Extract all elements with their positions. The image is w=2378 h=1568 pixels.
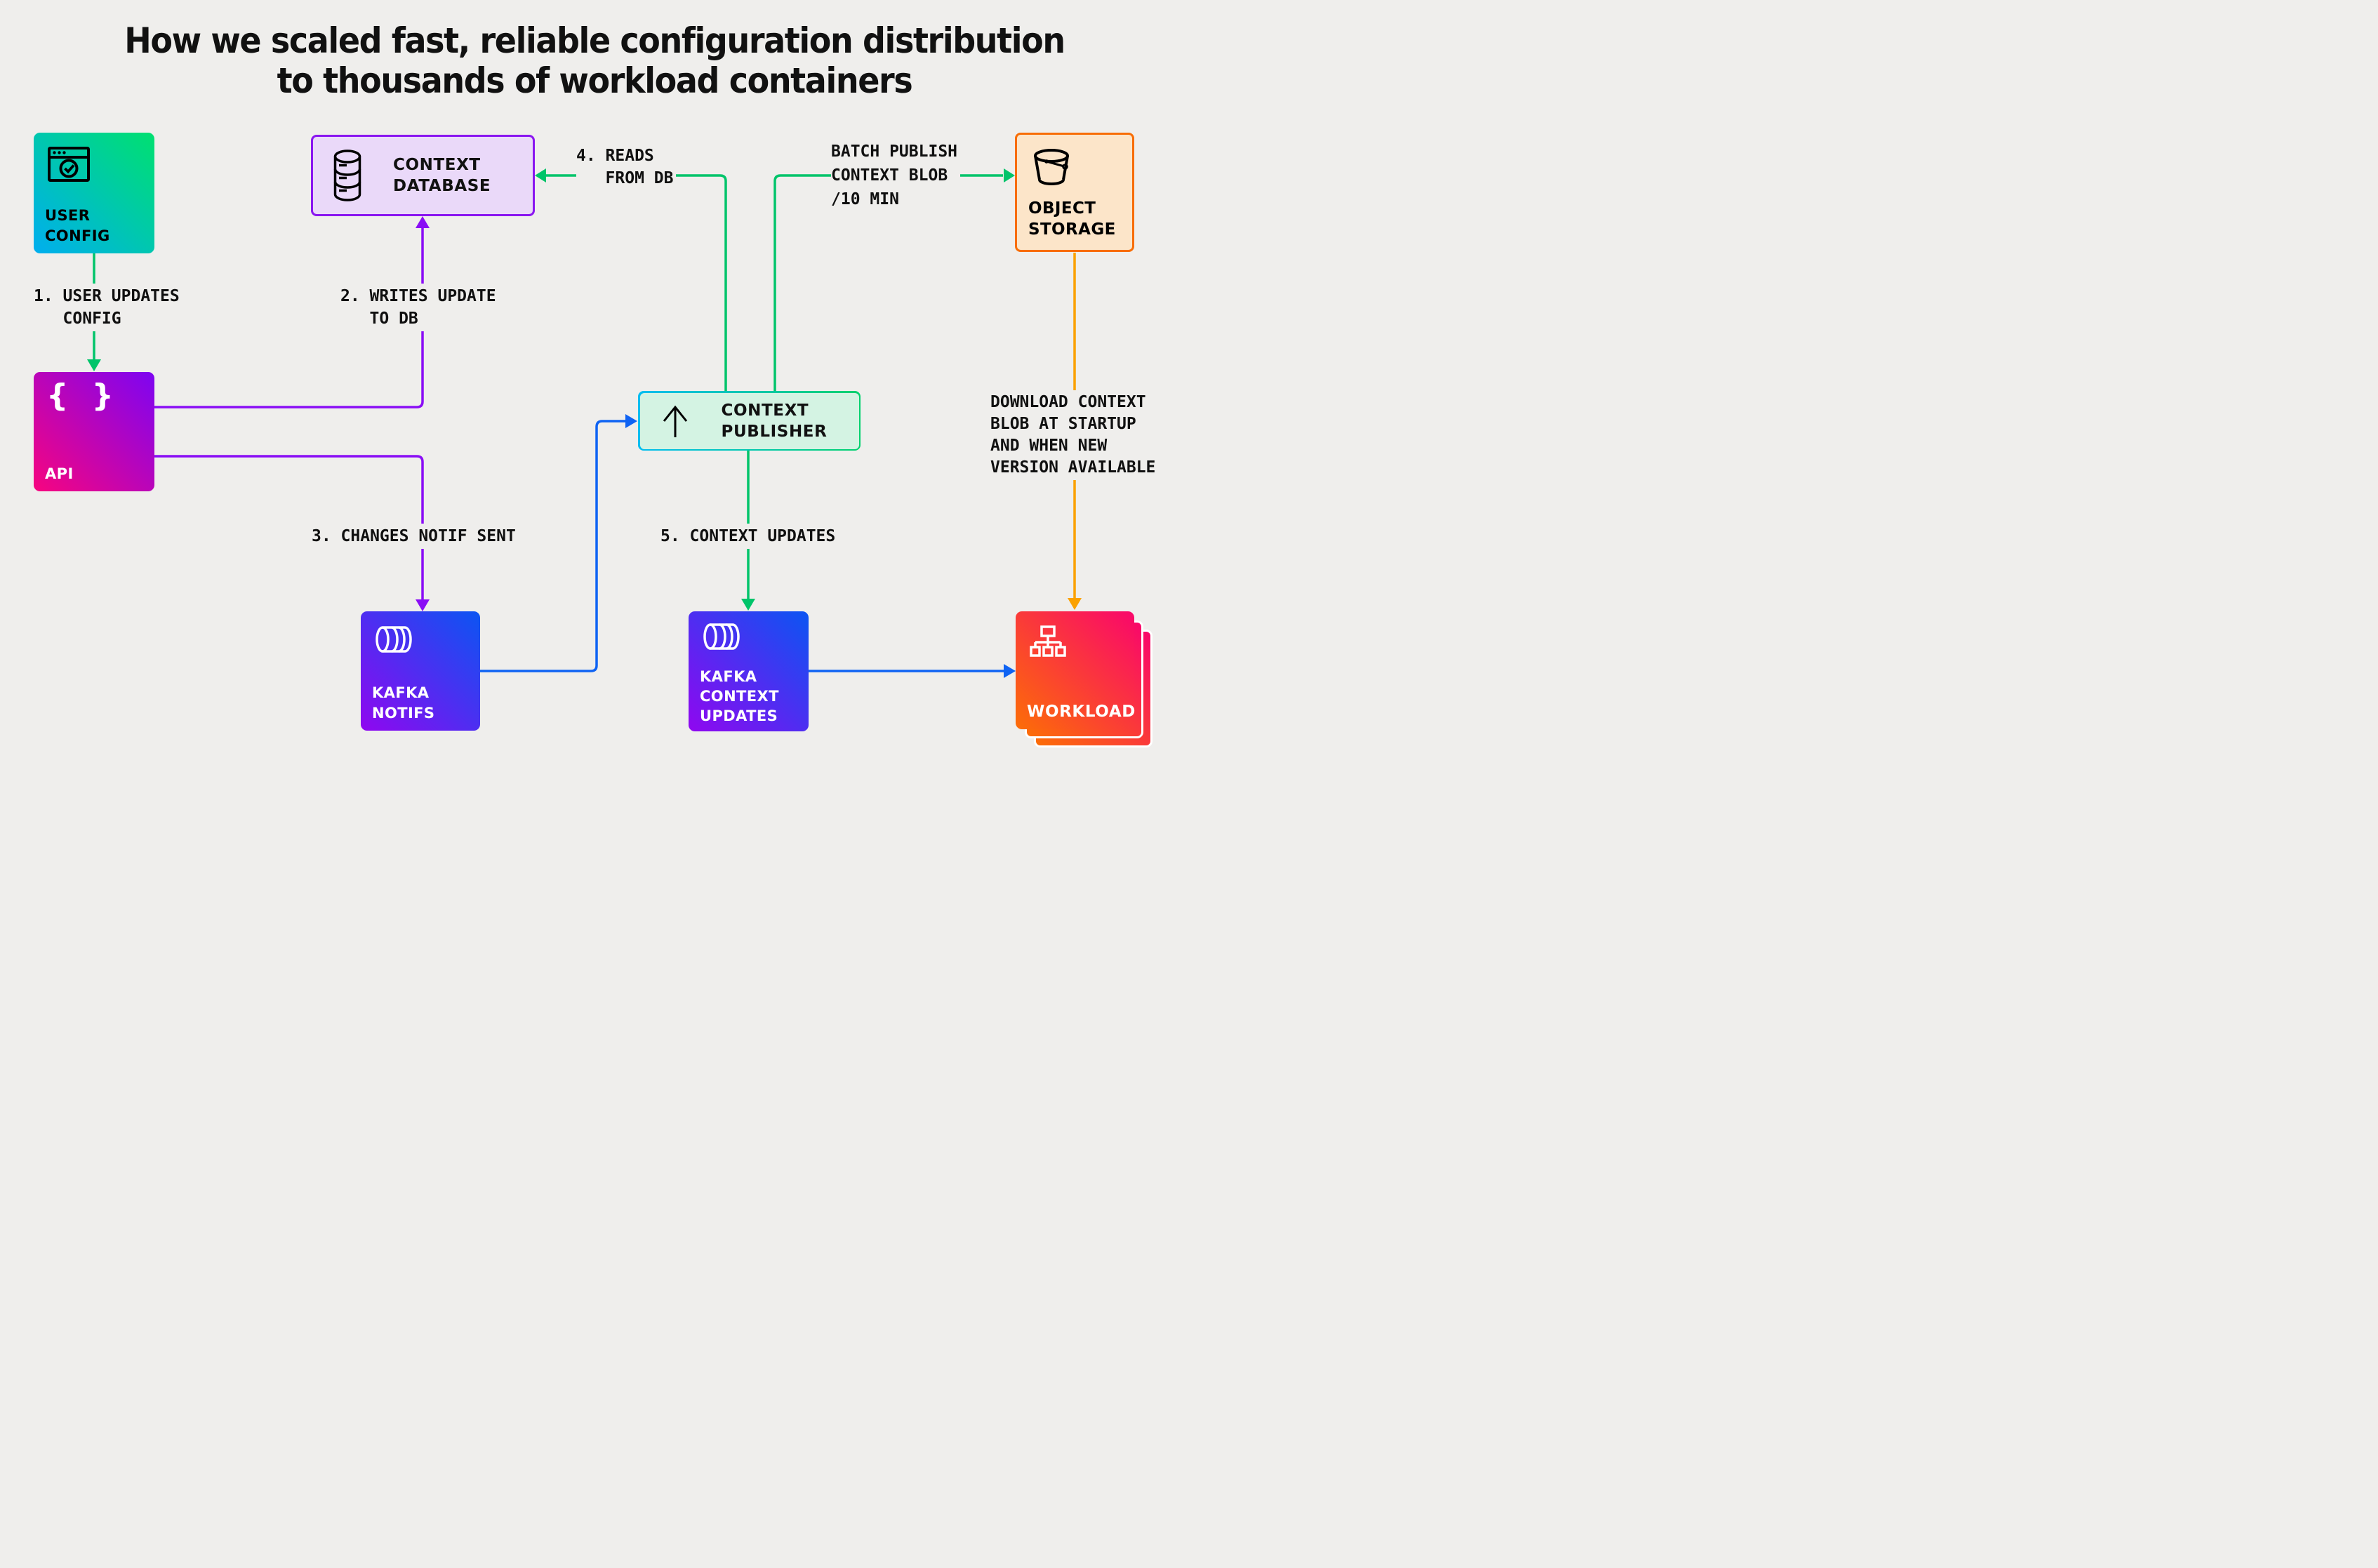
node-context-publisher: CONTEXT PUBLISHER xyxy=(638,391,861,451)
node-user-config: USER CONFIG xyxy=(34,133,154,253)
kafka-log-icon xyxy=(703,623,742,653)
curly-braces-icon: { } xyxy=(46,378,120,413)
title-line2: to thousands of workload containers xyxy=(277,60,913,101)
node-workload: WORKLOAD xyxy=(1016,611,1136,729)
node-api: { } API xyxy=(34,372,154,491)
sitemap-icon xyxy=(1030,625,1066,660)
kafka-log-icon xyxy=(375,625,414,656)
node-label: API xyxy=(45,465,74,482)
node-label: CONTEXT DATABASE xyxy=(393,156,491,195)
step-label-3: 3. CHANGES NOTIF SENT xyxy=(312,524,519,549)
node-workload-stack: WORKLOAD xyxy=(1016,611,1153,748)
step-label-5: 5. CONTEXT UPDATES xyxy=(660,524,839,549)
database-cylinder-icon xyxy=(333,149,362,202)
node-label: USER CONFIG xyxy=(45,207,110,244)
diagram-canvas: How we scaled fast, reliable configurati… xyxy=(0,0,1189,784)
node-kafka-notifs: KAFKA NOTIFS xyxy=(361,611,480,731)
download-note-label: DOWNLOAD CONTEXT BLOB AT STARTUP AND WHE… xyxy=(990,390,1159,480)
bucket-icon xyxy=(1032,147,1070,188)
node-label: KAFKA NOTIFS xyxy=(372,684,435,722)
node-context-database: CONTEXT DATABASE xyxy=(311,135,535,216)
node-label: CONTEXT PUBLISHER xyxy=(721,401,828,441)
node-object-storage: OBJECT STORAGE xyxy=(1015,133,1134,252)
step-label-4: 4. READS FROM DB xyxy=(576,143,677,191)
node-label: WORKLOAD xyxy=(1027,703,1136,721)
step-label-1: 1. USER UPDATES CONFIG xyxy=(34,284,182,331)
browser-check-icon xyxy=(48,147,90,185)
step-label-2: 2. WRITES UPDATE TO DB xyxy=(340,284,499,331)
batch-publish-label: BATCH PUBLISH CONTEXT BLOB /10 MIN xyxy=(831,138,961,213)
page-title: How we scaled fast, reliable configurati… xyxy=(48,21,1141,101)
node-label: KAFKA CONTEXT UPDATES xyxy=(700,668,779,724)
node-label: OBJECT STORAGE xyxy=(1028,199,1116,239)
title-line1: How we scaled fast, reliable configurati… xyxy=(124,20,1065,61)
arrow-up-icon xyxy=(660,402,691,440)
node-kafka-context-updates: KAFKA CONTEXT UPDATES xyxy=(689,611,809,731)
